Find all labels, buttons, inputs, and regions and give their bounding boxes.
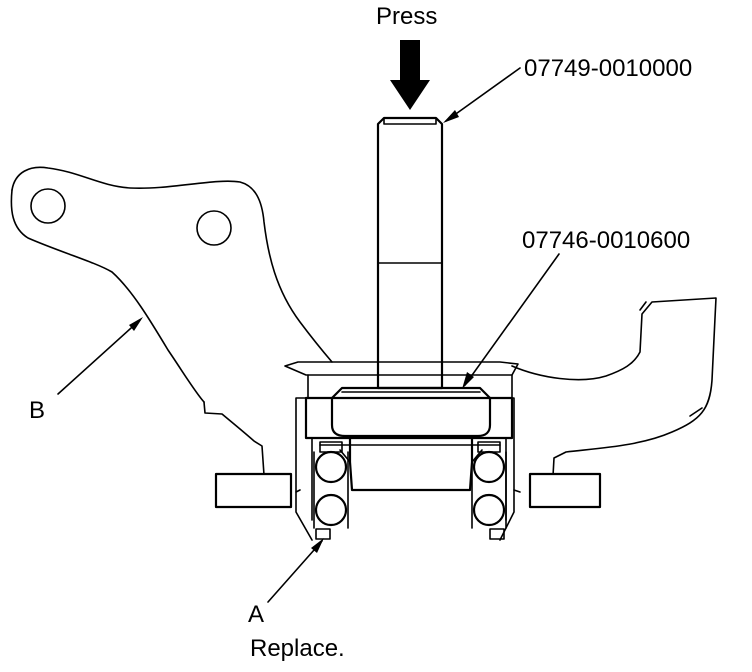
bearing-balls xyxy=(313,441,507,540)
driver-tool-label: 07749-0010000 xyxy=(524,55,692,82)
support-blocks xyxy=(214,472,602,509)
leader-lines xyxy=(57,67,560,603)
press-label: Press xyxy=(376,3,437,30)
right-upper-ball xyxy=(472,450,506,484)
press-arrow xyxy=(390,40,430,110)
driver-tool xyxy=(376,116,444,390)
right-lower-ball xyxy=(472,493,506,527)
left-lower-ball xyxy=(314,493,348,527)
attachment-tool-label: 07746-0010600 xyxy=(522,227,690,254)
left-support-block xyxy=(214,472,293,509)
replace-note: Replace. xyxy=(250,635,345,662)
bearing-label-a: A xyxy=(248,601,264,628)
left-upper-ball xyxy=(314,450,348,484)
right-support-block xyxy=(528,472,602,509)
attachment-tool xyxy=(330,386,492,438)
knuckle-outline xyxy=(10,166,717,477)
knuckle-label-b: B xyxy=(29,397,45,424)
